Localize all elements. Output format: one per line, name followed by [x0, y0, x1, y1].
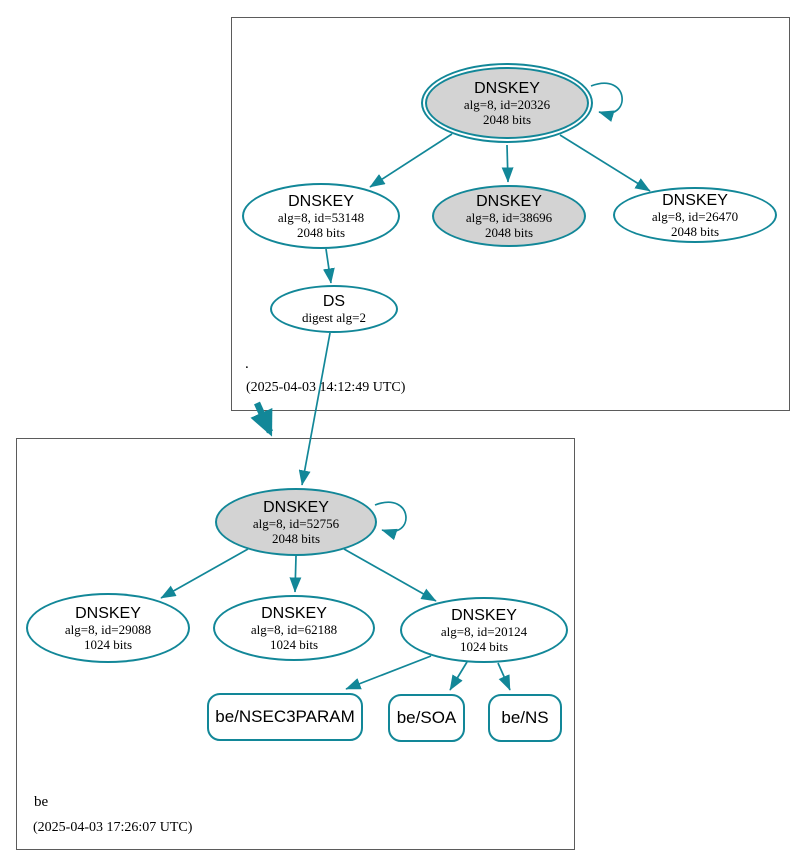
zone-name-root: .	[245, 356, 249, 372]
rrset-be-ns[interactable]: be/NS	[488, 694, 562, 742]
node-be-dnskey-29088[interactable]: DNSKEY alg=8, id=29088 1024 bits	[26, 593, 190, 663]
node-detail: alg=8, id=53148	[277, 209, 365, 225]
node-detail: alg=8, id=52756	[252, 515, 340, 531]
node-bits: 2048 bits	[670, 223, 720, 239]
node-bits: 1024 bits	[459, 638, 509, 654]
rrset-be-nsec3param[interactable]: be/NSEC3PARAM	[207, 693, 363, 741]
node-title: DNSKEY	[288, 192, 354, 210]
zone-box-be	[16, 438, 575, 850]
node-title: DS	[322, 293, 346, 310]
node-root-dnskey-53148[interactable]: DNSKEY alg=8, id=53148 2048 bits	[242, 183, 400, 249]
node-root-ds[interactable]: DS digest alg=2	[270, 285, 398, 333]
node-be-dnskey-20124[interactable]: DNSKEY alg=8, id=20124 1024 bits	[400, 597, 568, 663]
node-bits: 1024 bits	[269, 636, 319, 652]
zone-name-be: be	[34, 794, 49, 810]
node-detail: alg=8, id=38696	[465, 209, 553, 225]
rrset-be-soa[interactable]: be/SOA	[388, 694, 465, 742]
node-title: DNSKEY	[451, 606, 517, 624]
node-detail: alg=8, id=29088	[64, 621, 152, 637]
zone-timestamp-be: (2025-04-03 17:26:07 UTC)	[33, 820, 193, 835]
node-title: DNSKEY	[476, 192, 542, 210]
node-root-ksk-20326[interactable]: DNSKEY alg=8, id=20326 2048 bits	[421, 63, 593, 143]
node-detail: alg=8, id=62188	[250, 621, 338, 637]
node-be-dnskey-62188[interactable]: DNSKEY alg=8, id=62188 1024 bits	[213, 595, 375, 661]
node-bits: 2048 bits	[482, 111, 532, 127]
node-detail: alg=8, id=26470	[651, 208, 739, 224]
node-detail: alg=8, id=20124	[440, 623, 528, 639]
zone-timestamp-root: (2025-04-03 14:12:49 UTC)	[246, 380, 406, 395]
node-bits: 1024 bits	[83, 636, 133, 652]
node-detail: alg=8, id=20326	[463, 96, 551, 112]
node-bits: 2048 bits	[296, 224, 346, 240]
node-root-dnskey-38696[interactable]: DNSKEY alg=8, id=38696 2048 bits	[432, 185, 586, 247]
node-title: DNSKEY	[75, 604, 141, 622]
node-title: DNSKEY	[662, 191, 728, 209]
node-be-ksk-52756[interactable]: DNSKEY alg=8, id=52756 2048 bits	[215, 488, 377, 556]
node-title: DNSKEY	[263, 498, 329, 516]
node-root-dnskey-26470[interactable]: DNSKEY alg=8, id=26470 2048 bits	[613, 187, 777, 243]
node-title: DNSKEY	[261, 604, 327, 622]
node-bits: 2048 bits	[484, 224, 534, 240]
zone-box-root	[231, 17, 790, 411]
node-bits: 2048 bits	[271, 530, 321, 546]
node-detail: digest alg=2	[301, 310, 367, 325]
node-root-ksk-20326-inner: DNSKEY alg=8, id=20326 2048 bits	[425, 67, 589, 139]
node-title: DNSKEY	[474, 79, 540, 97]
